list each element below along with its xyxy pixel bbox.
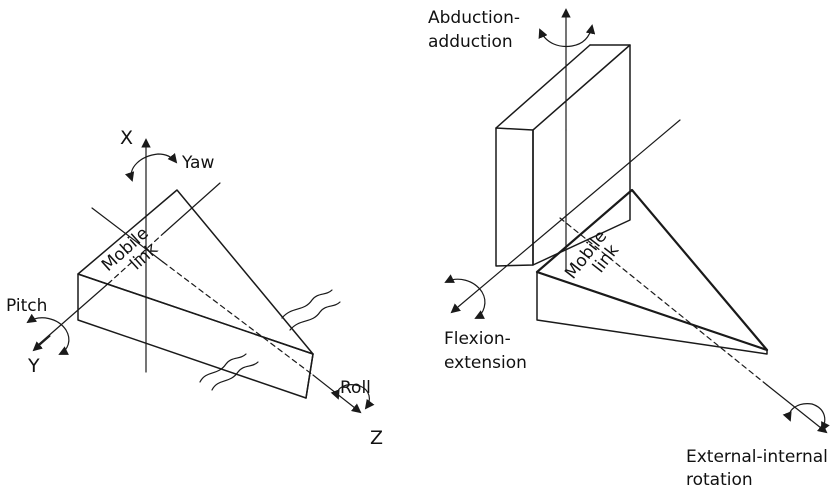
right-diagram: Abduction- adduction Flexion- extension … [428,8,830,490]
left-pitch-arrow [26,313,70,355]
right-flexion-axis-upper [565,119,681,217]
right-rotation-label-line1: External-internal [686,447,828,467]
left-link-label-group: Mobile link [98,224,162,276]
left-link-axis-dashed [162,261,314,376]
left-y-axis-arrow [32,335,51,352]
left-y-axis-label: Y [27,355,40,377]
left-roll-label: Roll [340,378,371,398]
right-flexion-label-line2: extension [444,353,527,373]
right-flexion-axis-lower [450,215,567,314]
right-block-side [495,127,534,267]
left-yaw-label: Yaw [181,153,214,173]
right-block-top-edge [495,44,591,129]
left-z-axis-label: Z [370,427,383,449]
left-x-axis-label: X [120,127,133,149]
left-link-axis-solid [91,207,164,263]
left-prism-edge [305,353,314,399]
left-y-axis-lower [37,281,111,346]
right-rotation-axis [766,384,828,434]
left-roll-arrow [330,384,375,410]
right-flexion-arrow [444,274,486,319]
right-abduction-label-line1: Abduction- [428,8,520,28]
left-prism-front-face [77,273,314,399]
left-pitch-label: Pitch [6,296,47,316]
left-break-mark [199,353,247,383]
right-abduction-arrow [538,24,596,48]
left-break-mark [281,289,333,319]
left-break-mark [289,301,341,331]
left-yaw-arrow [125,153,178,182]
right-flexion-label-line1: Flexion- [444,329,511,349]
left-break-mark [211,361,259,391]
right-rotation-label-line2: rotation [686,470,753,490]
left-y-axis-hidden [109,231,166,283]
right-abduction-label-line2: adduction [428,32,513,52]
left-diagram: X Yaw Pitch Y Roll Z Mobile link [6,127,383,449]
right-prism-front-face [536,271,768,355]
right-rotation-arrow [782,403,830,432]
left-y-axis-upper [164,182,221,233]
